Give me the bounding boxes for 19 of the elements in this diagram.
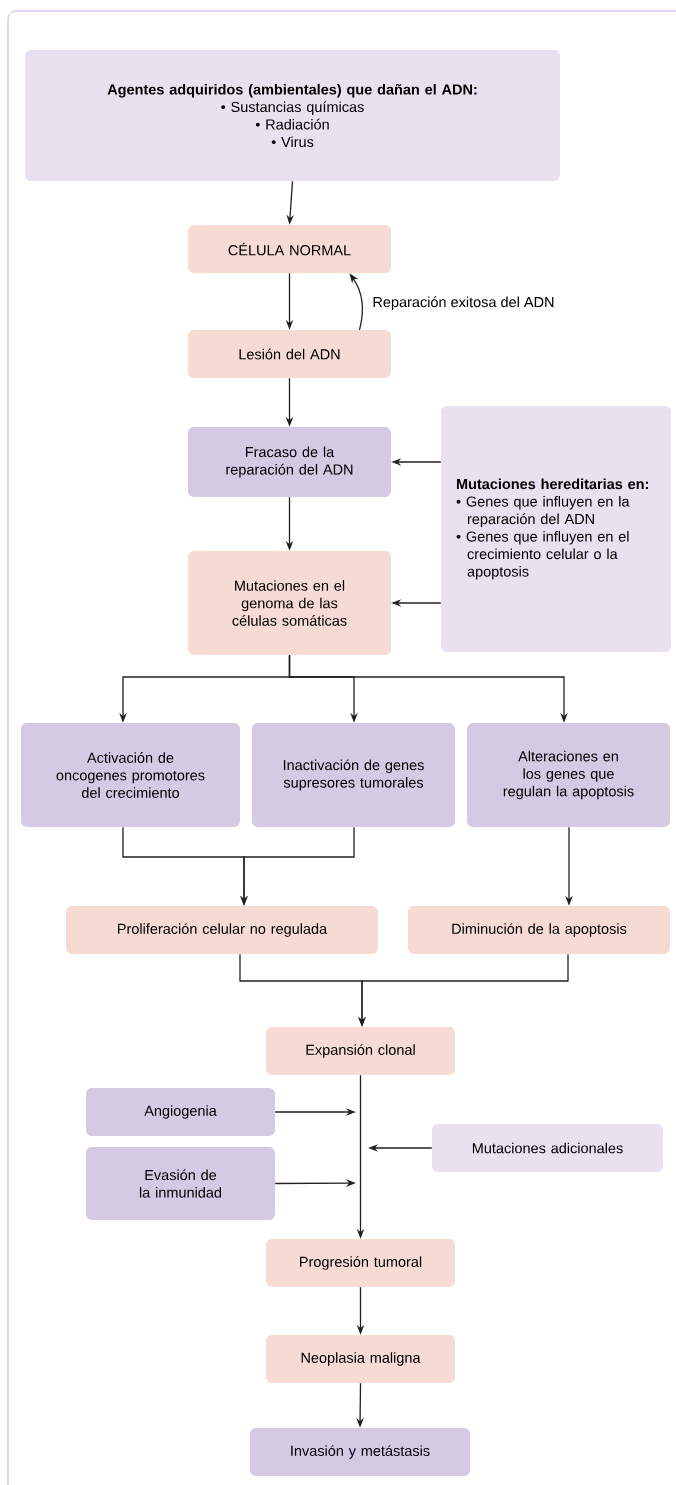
process-box: Alteraciones en los genes que regulan la apoptosis [467, 723, 670, 827]
process-box: Fracaso de la reparación del ADN [188, 427, 391, 497]
process-box: Evasión de la inmunidad [86, 1147, 275, 1220]
edge-label: Reparación exitosa del ADN [371, 295, 556, 312]
process-box: Activación de oncogenes promotores del crecimiento [21, 723, 240, 827]
process-box: Mutaciones adicionales [432, 1124, 663, 1172]
process-box: CÉLULA NORMAL [188, 225, 391, 273]
process-box: Diminución de la apoptosis [408, 906, 670, 954]
process-box: Lesión del ADN [188, 330, 391, 378]
process-box: Mutaciones en el genoma de las células somáticas [188, 551, 391, 655]
text-box: Agentes adquiridos (ambientales) que dañan el ADN: • Sustancias químicas • Radiación • Virus [25, 50, 560, 181]
process-box: Progresión tumoral [266, 1239, 455, 1287]
process-box: Expansión clonal [266, 1027, 455, 1075]
text-box: Mutaciones hereditarias en: • Genes que influyen en la reparación del ADN • Genes que influyen en el crecimiento celular o la apoptosis [441, 406, 671, 652]
process-box: Proliferación celular no regulada [66, 906, 378, 954]
process-box: Angiogenia [86, 1088, 275, 1136]
process-box: Neoplasia maligna [266, 1335, 455, 1383]
process-box: Inactivación de genes supresores tumorales [252, 723, 455, 827]
process-box: Invasión y metástasis [250, 1428, 470, 1476]
